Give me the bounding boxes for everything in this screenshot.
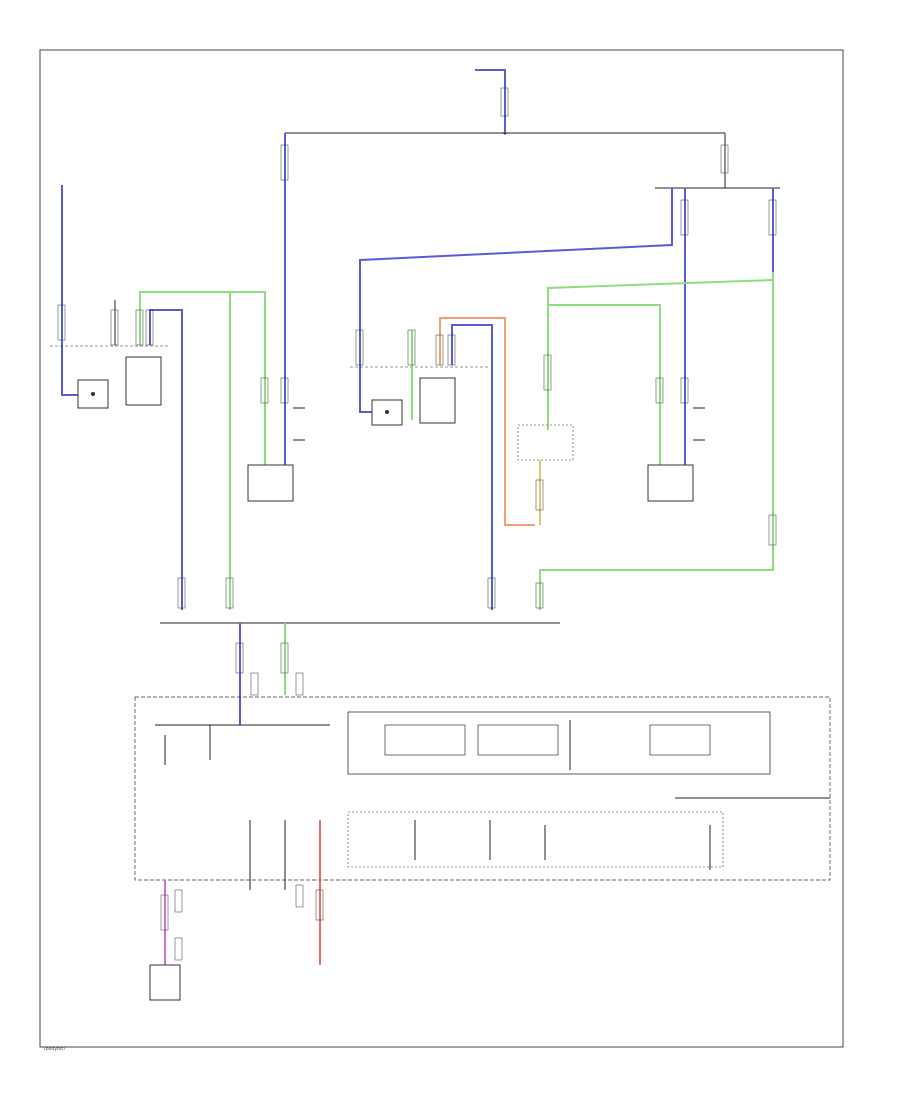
bottom-left-component <box>149 880 183 1001</box>
pressure-switch <box>517 424 574 461</box>
fuse-box <box>134 696 831 881</box>
left-blue-loop <box>57 185 78 396</box>
right-green-wiring <box>535 272 777 610</box>
left-module <box>247 407 305 502</box>
footer-tag: (bodytxt) <box>44 1046 65 1052</box>
right-bus-branch <box>655 133 780 470</box>
middle-bus <box>160 622 560 725</box>
left-switch-group <box>50 291 269 610</box>
right-module <box>647 407 705 502</box>
left-main-feed <box>280 133 289 470</box>
bottom-fuse-feeds <box>249 820 324 965</box>
top-fuse-feed <box>475 69 509 133</box>
right-switch-group <box>350 317 535 610</box>
right-blue-loop <box>355 188 673 413</box>
diagram-frame <box>39 49 844 1048</box>
fuse-box-relays <box>384 720 711 870</box>
